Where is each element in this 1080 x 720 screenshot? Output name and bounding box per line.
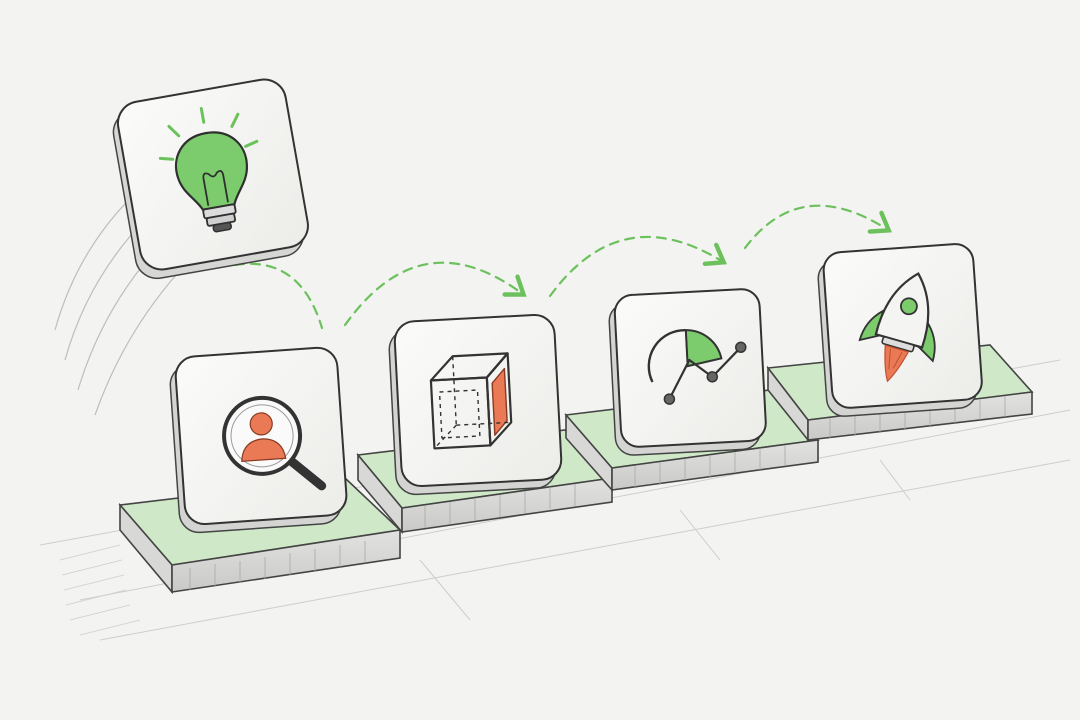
card-launch [817,243,983,417]
cube-icon [429,352,513,450]
connector-arrows [233,204,892,330]
connector-research-build [343,261,527,327]
magnifier-user-icon [222,395,327,491]
card-build [388,313,563,496]
card-idea [112,78,309,280]
connector-idea-research [233,262,324,330]
card-analyze [608,288,767,456]
lightbulb-icon [158,106,259,233]
connector-analyze-launch [743,204,892,250]
chart-gauge-icon [647,328,747,405]
floor-hatching [59,544,141,636]
connector-build-analyze [548,235,728,298]
card-research [169,346,348,534]
rocket-icon [858,272,936,383]
